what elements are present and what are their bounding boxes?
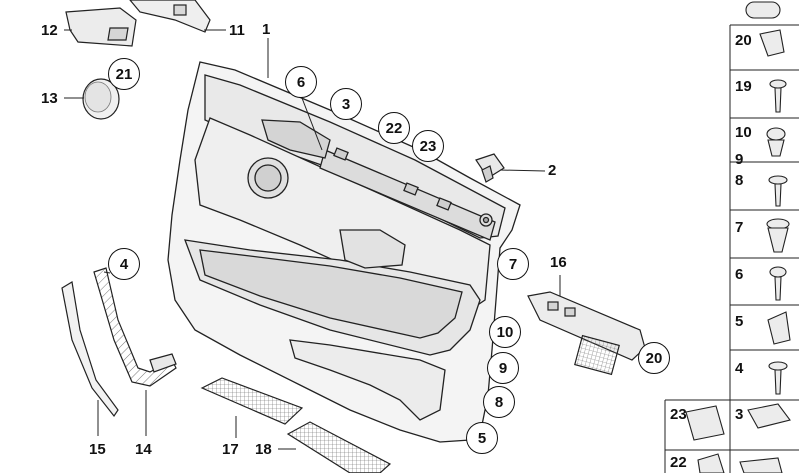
label-13: 13 [41,90,58,107]
legend-num-19: 19 [735,78,752,95]
label-18: 18 [255,441,272,458]
callout-4: 4 [108,248,140,280]
legend-num-20: 20 [735,32,752,49]
label-1: 1 [262,21,271,38]
part-12-handle-cover [65,7,137,47]
callout-20: 20 [638,342,670,374]
leader-lines [64,29,561,450]
label-16: 16 [550,254,567,271]
part-17-grille [200,377,304,425]
legend-num-6: 6 [735,266,744,283]
legend-num-22: 22 [670,454,687,471]
label-17: 17 [222,441,239,458]
callout-6: 6 [285,66,317,98]
legend-num-4: 4 [735,360,744,377]
callout-21: 21 [108,58,140,90]
callout-7: 7 [497,248,529,280]
label-14: 14 [135,441,152,458]
part-18-grille [286,421,392,473]
legend-num-10: 10 [735,124,752,141]
part-14-handle-frame [93,267,177,387]
label-12: 12 [41,22,58,39]
callout-9: 9 [487,352,519,384]
part-15-trim-strip [61,281,119,418]
part-13-cap [82,78,120,120]
label-15: 15 [89,441,106,458]
callout-3: 3 [330,88,362,120]
part-11-bracket [129,0,211,33]
callout-10: 10 [489,316,521,348]
callout-23: 23 [412,130,444,162]
part-16-switch-panel [527,291,646,376]
legend-num-5: 5 [735,313,744,330]
legend-num-23: 23 [670,406,687,423]
legend-num-7: 7 [735,219,744,236]
label-11: 11 [229,22,245,39]
label-2: 2 [548,162,557,179]
part-2-clip [475,153,505,183]
callout-5: 5 [466,422,498,454]
legend-num-3: 3 [735,406,744,423]
legend-num-8: 8 [735,172,744,189]
legend-num-9: 9 [735,151,744,168]
callout-22: 22 [378,112,410,144]
legend-frame [664,24,799,473]
callout-8: 8 [483,386,515,418]
legend-hardware-icons [685,1,791,473]
